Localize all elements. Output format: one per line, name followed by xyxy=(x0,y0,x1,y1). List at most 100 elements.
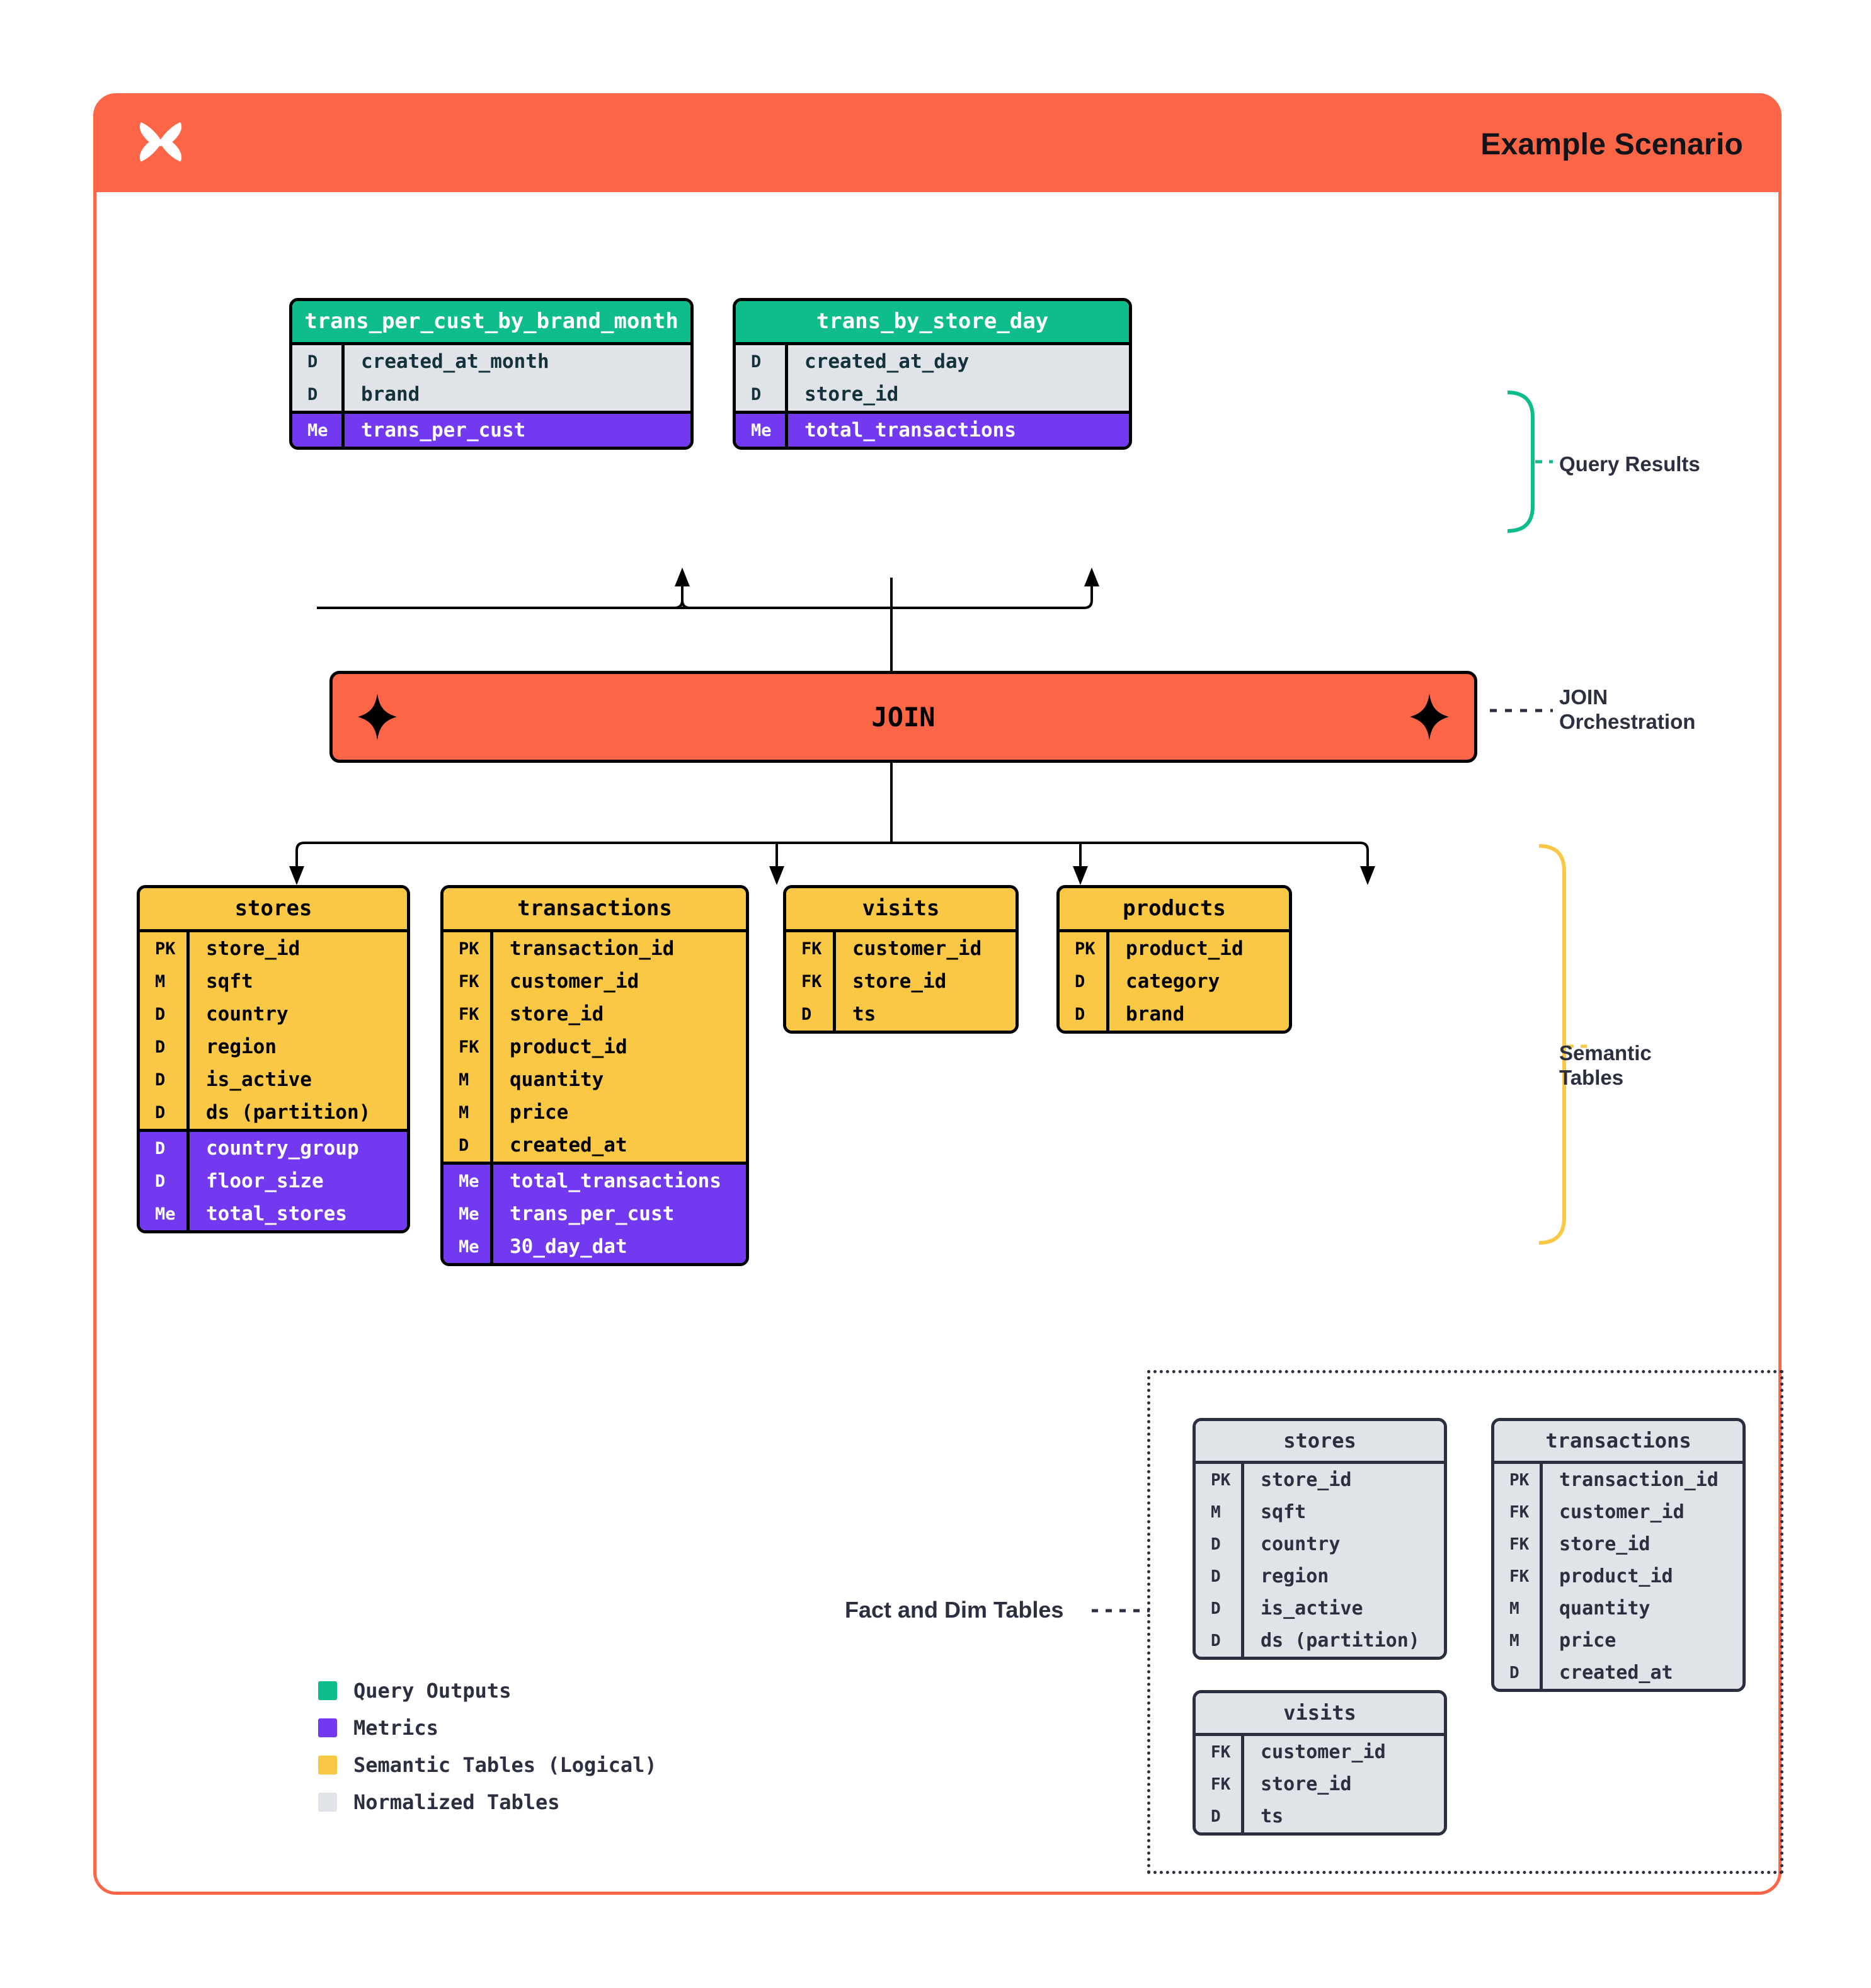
table-row: D brand xyxy=(292,378,690,411)
row-key: Me xyxy=(459,1204,479,1224)
table-title: trans_by_store_day xyxy=(736,301,1129,343)
query-result-table-trans-by-store-day[interactable]: trans_by_store_day D created_at_day D st… xyxy=(733,298,1132,450)
row-column: is_active xyxy=(1241,1592,1444,1625)
row-key: Me xyxy=(155,1204,176,1224)
table-title: trans_per_cust_by_brand_month xyxy=(292,301,690,343)
row-column: store_id xyxy=(490,998,746,1031)
legend-item-metrics: Metrics xyxy=(318,1716,657,1740)
row-column: transaction_id xyxy=(1540,1464,1742,1497)
row-key: M xyxy=(1509,1599,1519,1618)
card-header: Example Scenario xyxy=(96,96,1778,192)
row-column: ts xyxy=(833,998,1016,1031)
annotation-join-orchestration: JOIN Orchestration xyxy=(1559,685,1695,734)
row-column: transaction_id xyxy=(490,932,746,966)
row-column: price xyxy=(490,1096,746,1129)
legend-label: Normalized Tables xyxy=(353,1790,560,1814)
legend-swatch-gray xyxy=(318,1793,337,1812)
row-column: country xyxy=(186,998,407,1031)
row-key: D xyxy=(1075,1004,1085,1024)
row-column: product_id xyxy=(1540,1560,1742,1593)
row-key: PK xyxy=(155,939,176,959)
row-key: D xyxy=(1211,1807,1221,1826)
row-column: country xyxy=(1241,1528,1444,1561)
join-label: JOIN xyxy=(871,701,936,733)
row-column: region xyxy=(186,1031,407,1064)
row-column: ts xyxy=(1241,1800,1444,1833)
row-column: trans_per_cust xyxy=(490,1197,746,1231)
table-row: Me trans_per_cust xyxy=(292,414,690,447)
table-row: D store_id xyxy=(736,378,1129,411)
row-key: D xyxy=(155,1070,166,1090)
row-column: country_group xyxy=(186,1132,407,1165)
sparkle-icon xyxy=(358,694,397,740)
row-key: D xyxy=(307,351,318,372)
row-key: FK xyxy=(1509,1534,1530,1554)
row-key: FK xyxy=(801,939,822,959)
row-key: D xyxy=(1211,1567,1221,1586)
row-key: D xyxy=(1211,1599,1221,1618)
sparkle-icon xyxy=(1410,694,1449,740)
row-key: Me xyxy=(307,420,328,440)
row-key: FK xyxy=(459,971,479,991)
table-title: stores xyxy=(140,888,407,930)
legend-item-semantic-tables: Semantic Tables (Logical) xyxy=(318,1753,657,1777)
row-column: ds (partition) xyxy=(186,1096,407,1129)
annotation-line-1: JOIN xyxy=(1559,685,1608,709)
table-title: visits xyxy=(1196,1693,1444,1734)
table-row: Me total_transactions xyxy=(736,414,1129,447)
row-column: brand xyxy=(1106,998,1289,1031)
query-result-table-trans-per-cust-by-brand-month[interactable]: trans_per_cust_by_brand_month D created_… xyxy=(289,298,694,450)
row-key: D xyxy=(155,1037,166,1057)
annotation-query-results: Query Results xyxy=(1559,452,1700,476)
row-key: D xyxy=(801,1004,812,1024)
legend-swatch-green xyxy=(318,1681,337,1700)
diagram-card: Example Scenario xyxy=(93,93,1783,1895)
legend-label: Query Outputs xyxy=(353,1679,512,1703)
row-column: customer_id xyxy=(1540,1496,1742,1529)
row-column: customer_id xyxy=(1241,1736,1444,1769)
table-title: stores xyxy=(1196,1421,1444,1461)
dimension-rows: D created_at_month D brand xyxy=(292,342,690,411)
row-key: D xyxy=(1509,1663,1519,1682)
row-key: D xyxy=(155,1004,166,1024)
join-orchestration-bar[interactable]: JOIN xyxy=(329,671,1477,763)
row-column: store_id xyxy=(833,965,1016,998)
row-key: PK xyxy=(1211,1470,1231,1490)
legend-item-query-outputs: Query Outputs xyxy=(318,1679,657,1703)
row-key: Me xyxy=(751,420,772,440)
annotation-line-2: Tables xyxy=(1559,1065,1624,1089)
row-column: region xyxy=(1241,1560,1444,1593)
row-column: created_at_month xyxy=(341,345,690,379)
row-key: D xyxy=(155,1171,166,1191)
row-key: M xyxy=(1211,1502,1221,1522)
row-key: FK xyxy=(1509,1502,1530,1522)
row-key: Me xyxy=(459,1237,479,1257)
